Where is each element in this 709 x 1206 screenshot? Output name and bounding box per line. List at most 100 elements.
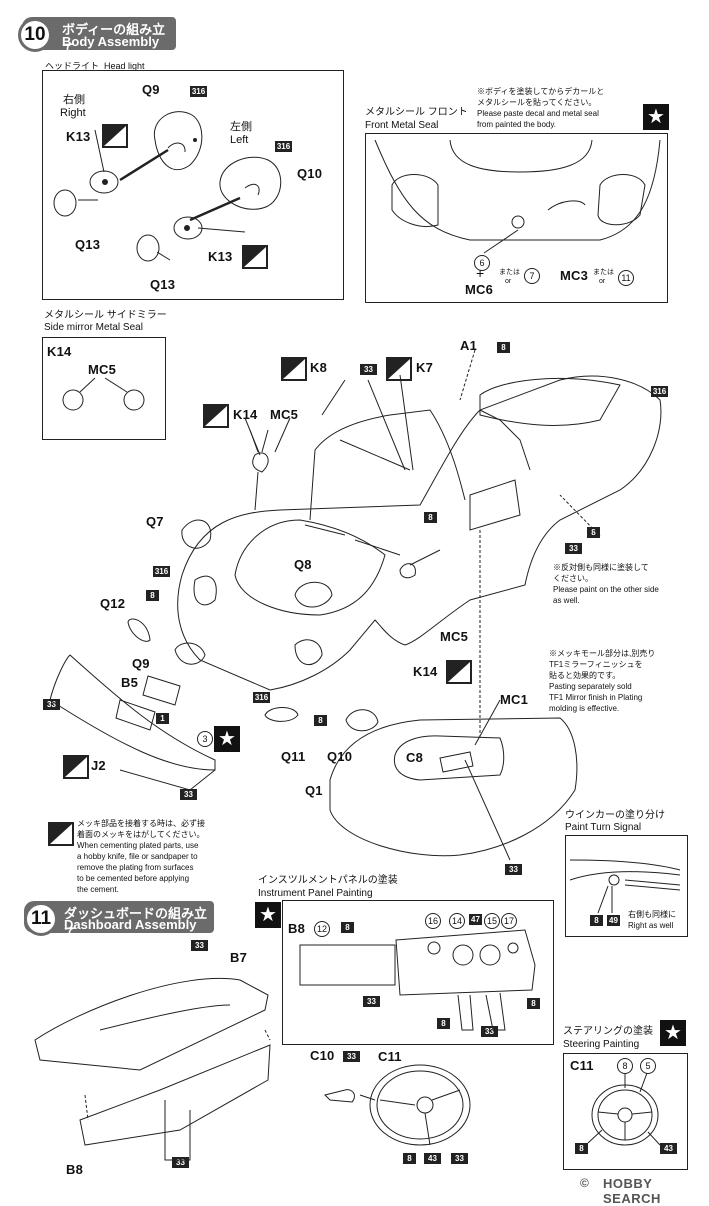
decal-icon-k14 [203,404,229,428]
circle-5-steering: 5 [640,1058,656,1074]
label-b5: B5 [121,675,139,690]
label-b7: B7 [230,950,248,965]
label-mc6: MC6 [465,282,494,297]
paint-33-instrument-a: 33 [363,996,380,1007]
label-mc3: MC3 [560,268,589,283]
label-mc5-mirror-box: MC5 [88,362,117,377]
decal-icon-j2 [63,755,89,779]
paint-8-lower: 8 [314,715,327,726]
label-q7: Q7 [146,514,164,529]
label-q13-right: Q13 [75,237,101,252]
label-b8-instrument: B8 [288,921,306,936]
star-icon-3: ★ [214,726,240,752]
paint-47: 47 [469,914,482,925]
or-jp-11: または [593,269,614,276]
step-10-number: 10 [18,18,52,52]
label-q13-left: Q13 [150,277,176,292]
headlight-left-jp: 左側 [230,121,252,133]
label-k14-mirror-box: K14 [47,344,72,359]
label-k7: K7 [416,360,434,375]
label-mc1: MC1 [500,692,529,707]
paint-8-turn: 8 [590,915,603,926]
plus-sign: + [476,265,485,281]
paint-8-instrument-b: 8 [527,998,540,1009]
headlight-right-jp: 右側 [63,94,85,106]
steering-title-jp: ステアリングの塗装 [563,1026,653,1037]
label-q10-headlight: Q10 [297,166,323,181]
steering-title-en: Steering Painting [563,1039,640,1050]
label-k14: K14 [233,407,258,422]
label-q9: Q9 [132,656,150,671]
star-icon-steering: ★ [660,1020,686,1046]
label-c11-steering: C11 [570,1058,594,1073]
circle-15: 15 [484,913,500,929]
decal-icon-k13-left [242,245,268,269]
circle-3: 3 [197,731,213,747]
paint-33-dash-bottom: 33 [172,1157,189,1168]
headlight-title: ヘッドライト Head light [45,61,145,71]
paint-33-steering: 33 [451,1153,468,1164]
paint-8-instrument-c: 8 [437,1018,450,1029]
headlight-left-en: Left [230,134,249,146]
circle-14: 14 [449,913,465,929]
front-bumper [49,654,216,771]
paint-33-bumper: 33 [43,699,60,710]
circle-17: 17 [501,913,517,929]
cement-note: メッキ部品を接着する時は、必ず接着面のメッキをはがしてください。When cem… [77,819,205,894]
label-mc5: MC5 [270,407,299,422]
turn-signal-title-en: Paint Turn Signal [565,822,642,833]
paint-33-dash-top: 33 [191,940,208,951]
paint-8-steering: 8 [403,1153,416,1164]
paint-316-body: 316 [651,386,668,397]
trunk-lid-q1 [329,717,578,857]
step-11-title-en: Dashboard Assembly [64,917,197,932]
turn-signal-note-en: Right as well [628,921,674,930]
paint-8-a1: 8 [497,342,510,353]
paint-43-steering-box-b: 43 [660,1143,677,1154]
decal-icon-k8 [281,357,307,381]
paint-8-instrument: 8 [341,922,354,933]
label-k13-left: K13 [208,249,233,264]
front-seal-title-en: Front Metal Seal [365,120,439,131]
label-q8: Q8 [294,557,312,572]
step-10-title-jp: ボディーの組み立て [62,22,166,56]
label-q10: Q10 [327,749,353,764]
label-q11: Q11 [281,749,306,764]
paint-49-turn: 49 [607,915,620,926]
label-a1: A1 [460,338,478,353]
headlight-right-en: Right [60,107,86,119]
circle-12: 12 [314,921,330,937]
star-icon-front-seal: ★ [643,104,669,130]
label-j2: J2 [91,758,106,773]
label-c8: C8 [406,750,424,765]
paint-8-front: 8 [146,590,159,601]
turn-signal-note-jp: 右側も同様に [628,910,676,919]
paint-33-j2: 33 [180,789,197,800]
turn-signal-title-jp: ウインカーの塗り分け [565,810,665,821]
decal-icon-k13-right [102,124,128,148]
paint-316-lower: 316 [253,692,270,703]
circle-8-steering: 8 [617,1058,633,1074]
label-c10: C10 [310,1048,335,1063]
paint-33-c10: 33 [343,1051,360,1062]
dashboard-lower [79,1044,271,1146]
step-11-title-jp: ダッシュボードの組み立て [64,906,208,940]
label-q9-headlight: Q9 [142,82,160,97]
label-q1: Q1 [305,783,323,798]
label-c11: C11 [378,1049,402,1064]
front-seal-note: ※ボディを塗装してからデカールとメタルシールを貼ってください。Please pa… [477,87,605,129]
star-icon-instrument: ★ [255,902,281,928]
label-k14b: K14 [413,664,438,679]
circle-7: 7 [524,268,540,284]
paint-33-rear: 33 [565,543,582,554]
paint-8-steering-box: 8 [575,1143,588,1154]
label-q12: Q12 [100,596,126,611]
paint-43-steering: 43 [424,1153,441,1164]
step-10-title-en: Body Assembly [62,34,160,49]
paint-1-plate: 1 [156,713,169,724]
headlight-box [42,70,344,300]
or-en-7: or [505,278,512,285]
side-mirror-title-en: Side mirror Metal Seal [44,322,143,333]
circle-11: 11 [618,270,634,286]
